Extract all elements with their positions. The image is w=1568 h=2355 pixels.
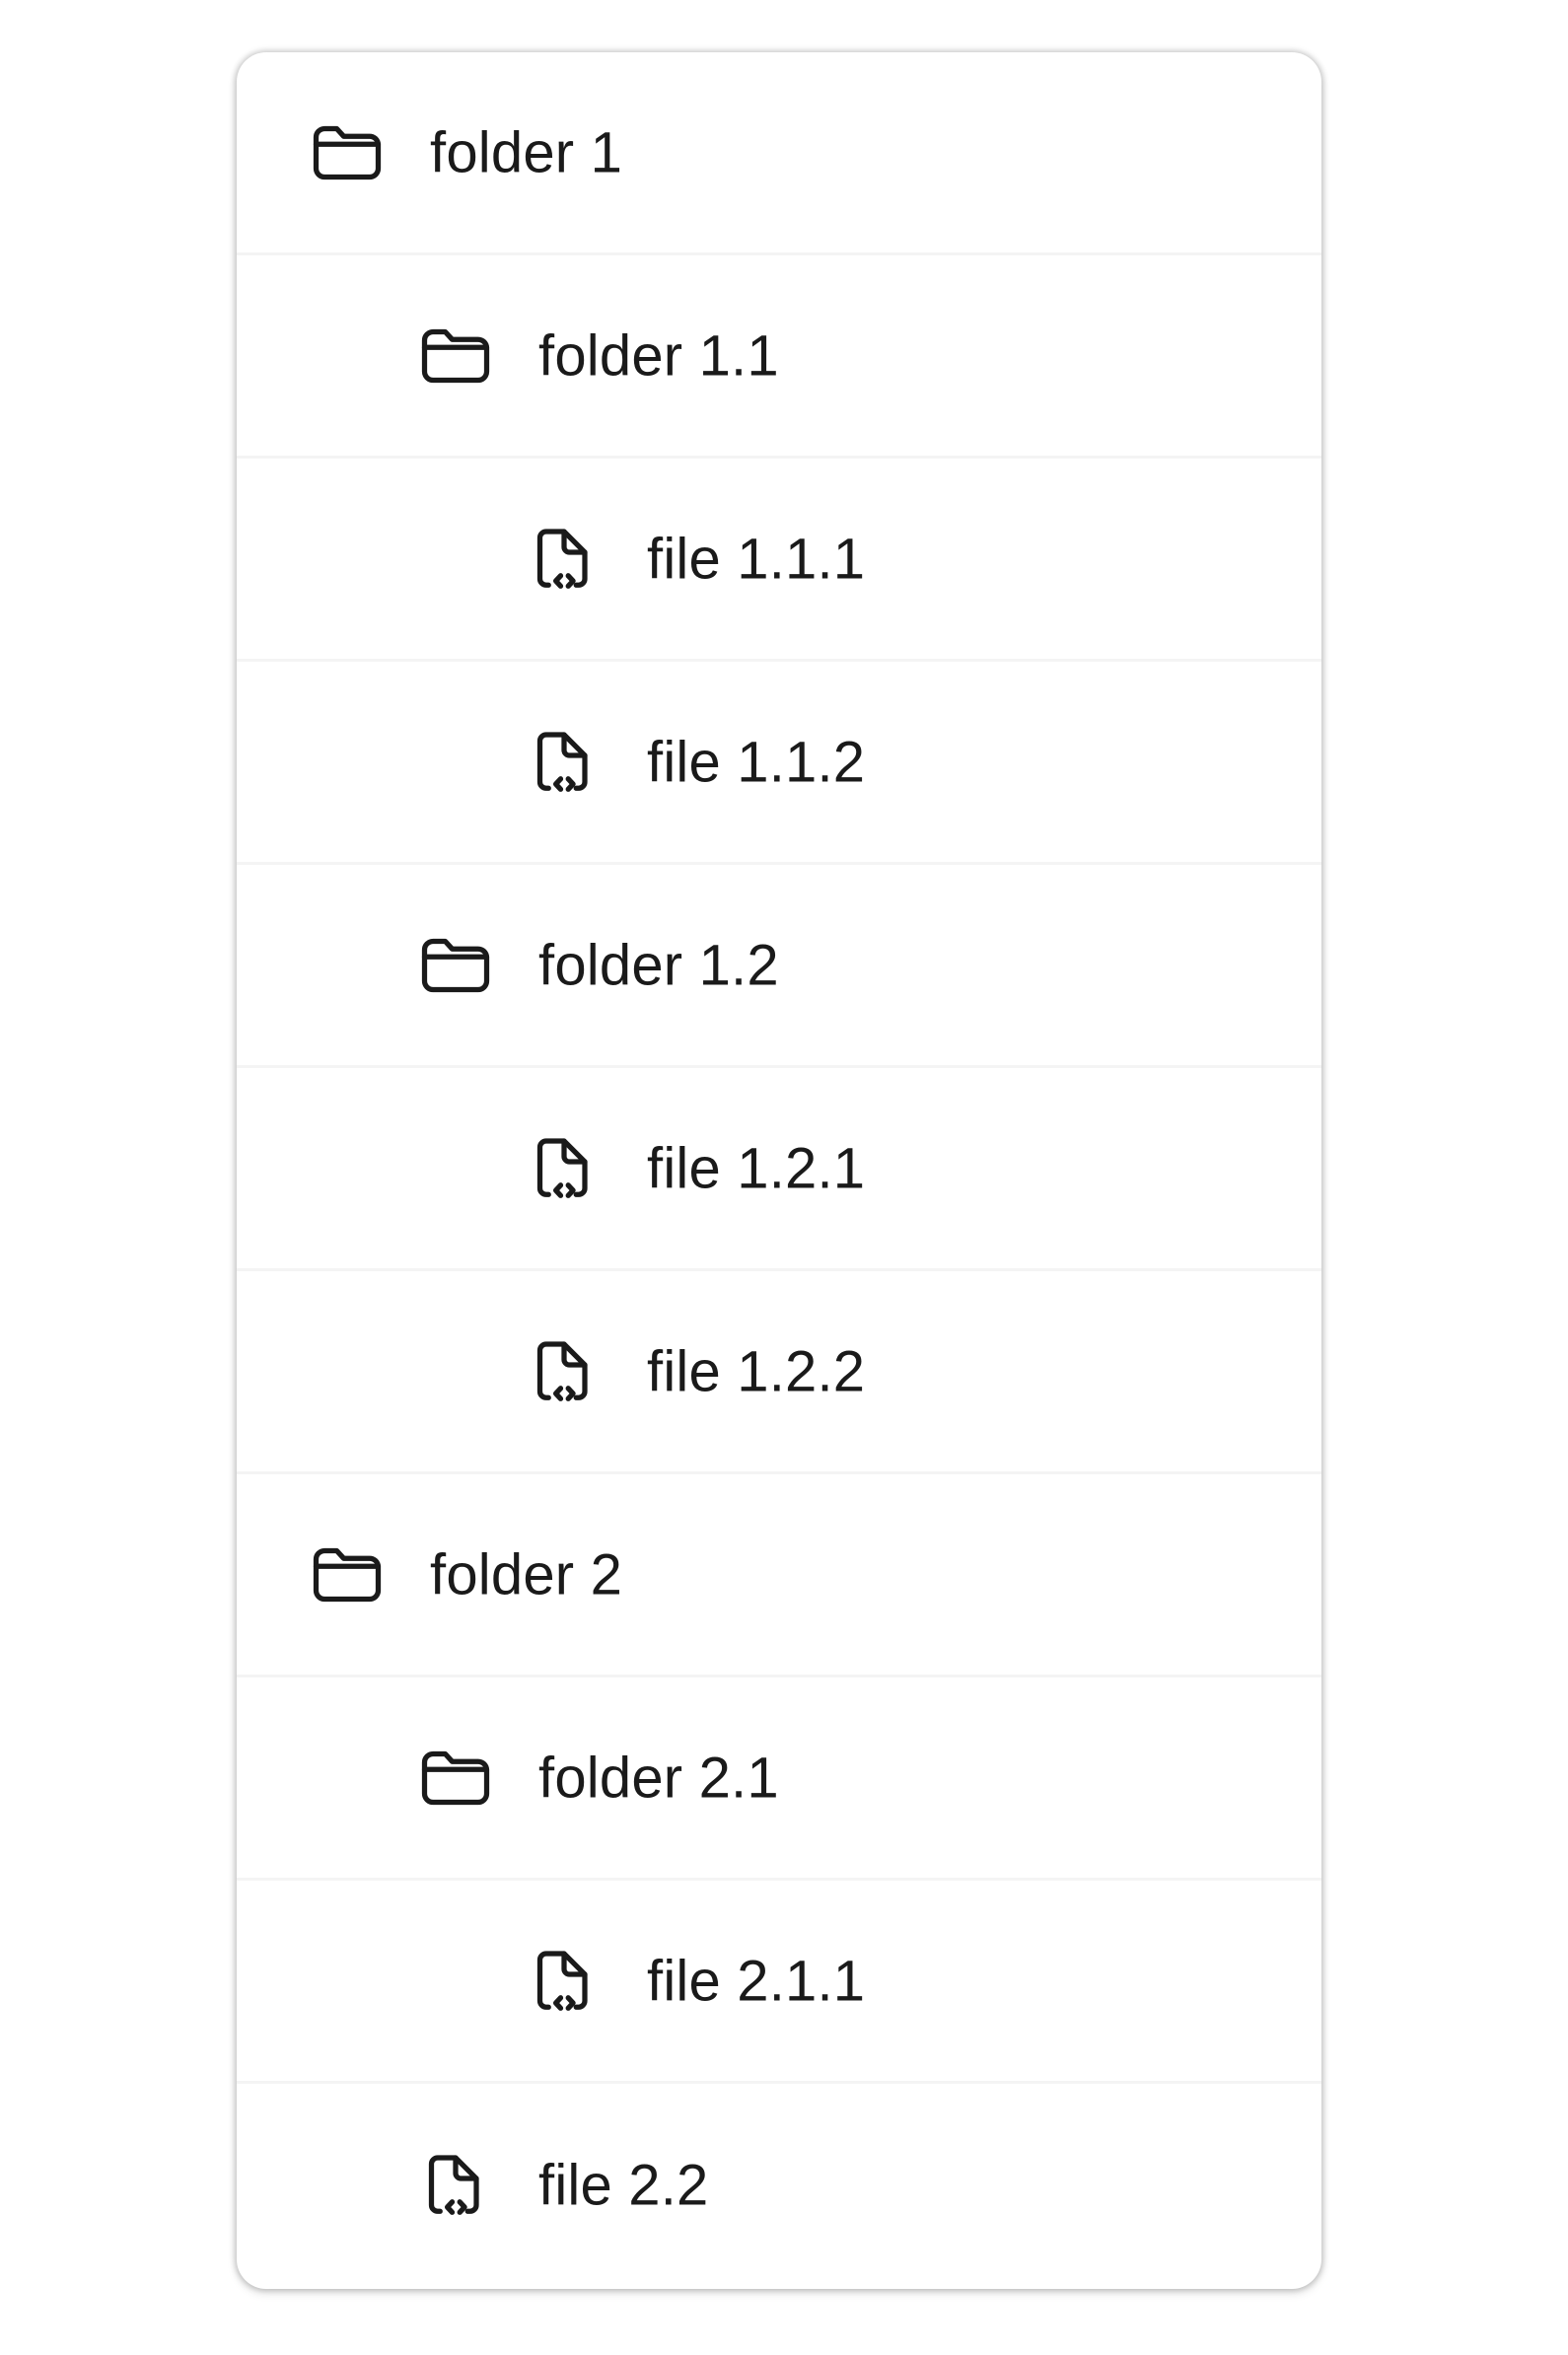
- tree-item-folder-1-2[interactable]: folder 1.2: [237, 865, 1321, 1068]
- tree-item-label: file 2.1.1: [647, 1949, 866, 2013]
- tree-item-label: file 2.2: [538, 2153, 709, 2218]
- tree-item-folder-1[interactable]: folder 1: [237, 52, 1321, 255]
- tree-item-file-1-1-2[interactable]: file 1.1.2: [237, 662, 1321, 865]
- code-file-icon: [523, 1330, 606, 1413]
- tree-item-file-1-1-1[interactable]: file 1.1.1: [237, 459, 1321, 662]
- tree-item-folder-2-1[interactable]: folder 2.1: [237, 1677, 1321, 1881]
- tree-item-folder-2[interactable]: folder 2: [237, 1474, 1321, 1677]
- folder-icon: [414, 1737, 497, 1820]
- tree-item-label: file 1.2.1: [647, 1136, 866, 1200]
- folder-icon: [414, 315, 497, 397]
- file-tree: folder 1 folder 1.1 file 1.1.1: [237, 52, 1321, 2287]
- folder-icon: [414, 924, 497, 1007]
- folder-icon: [306, 111, 389, 194]
- tree-item-label: file 1.1.1: [647, 527, 866, 591]
- folder-icon: [306, 1534, 389, 1616]
- code-file-icon: [523, 1940, 606, 2023]
- tree-item-label: file 1.2.2: [647, 1339, 866, 1403]
- tree-item-file-2-2[interactable]: file 2.2: [237, 2084, 1321, 2287]
- code-file-icon: [523, 1127, 606, 1210]
- tree-item-file-2-1-1[interactable]: file 2.1.1: [237, 1881, 1321, 2084]
- code-file-icon: [523, 721, 606, 804]
- tree-item-file-1-2-1[interactable]: file 1.2.1: [237, 1068, 1321, 1271]
- code-file-icon: [523, 518, 606, 601]
- tree-item-label: folder 2: [430, 1542, 623, 1606]
- tree-item-label: folder 1.1: [538, 323, 779, 388]
- file-tree-panel: folder 1 folder 1.1 file 1.1.1: [237, 52, 1321, 2289]
- tree-item-file-1-2-2[interactable]: file 1.2.2: [237, 1271, 1321, 1474]
- tree-item-label: folder 1.2: [538, 933, 779, 997]
- tree-item-folder-1-1[interactable]: folder 1.1: [237, 255, 1321, 459]
- tree-item-label: folder 2.1: [538, 1746, 779, 1810]
- tree-item-label: folder 1: [430, 120, 623, 184]
- tree-item-label: file 1.1.2: [647, 730, 866, 794]
- code-file-icon: [414, 2144, 497, 2227]
